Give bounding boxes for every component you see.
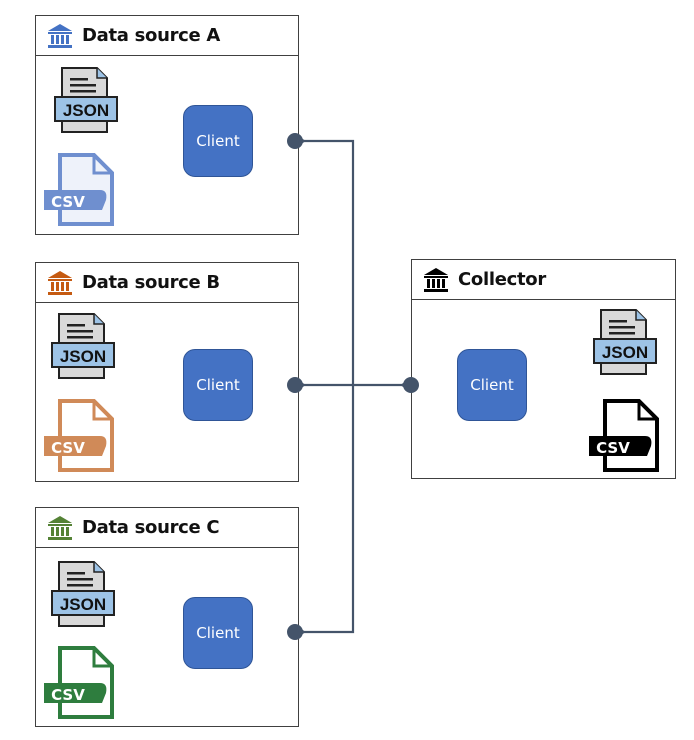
csv-file-icon: CSV [589,399,659,472]
json-label: JSON [63,101,109,120]
bank-icon [48,515,72,540]
json-file-icon: JSON [51,561,115,627]
csv-file-icon: CSV [44,399,114,472]
bank-icon [424,267,448,292]
data-source-b-header: Data source B [36,263,298,303]
collector-title: Collector [458,269,546,290]
network-links [294,134,412,639]
client-node-a[interactable]: Client [183,105,253,177]
bank-icon [48,23,72,48]
data-source-b-title: Data source B [82,272,220,293]
json-label: JSON [60,595,106,614]
client-node-collector[interactable]: Client [457,349,527,421]
data-source-a-header: Data source A [36,16,298,56]
csv-file-icon: CSV [44,646,114,719]
data-source-c-title: Data source C [82,517,220,538]
client-node-b[interactable]: Client [183,349,253,421]
csv-label: CSV [596,439,630,457]
bank-icon [48,270,72,295]
json-file-icon: JSON [51,313,115,379]
csv-label: CSV [51,193,85,211]
csv-label: CSV [51,439,85,457]
data-source-a-title: Data source A [82,25,221,46]
client-node-c[interactable]: Client [183,597,253,669]
csv-label: CSV [51,686,85,704]
json-label: JSON [602,343,648,362]
data-source-c-header: Data source C [36,508,298,548]
csv-file-icon: CSV [44,153,114,226]
json-file-icon: JSON [54,67,118,133]
json-file-icon: JSON [593,309,657,375]
json-label: JSON [60,347,106,366]
collector-header: Collector [412,260,675,300]
